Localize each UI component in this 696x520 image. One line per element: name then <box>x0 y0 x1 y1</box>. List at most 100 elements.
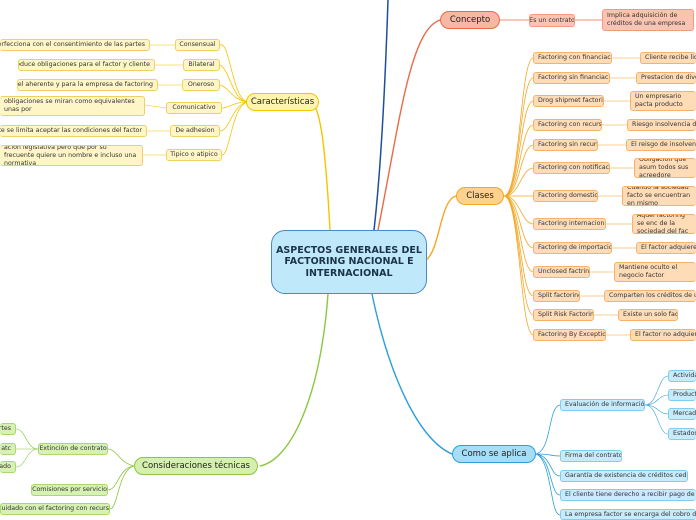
caracteristica-detail[interactable]: obligaciones se miran como equivalentes … <box>0 96 145 116</box>
clase-detail[interactable]: Cuando la sociedad facto se encuentran e… <box>622 186 696 206</box>
clase-detail-label: El factor adquiere fa <box>641 244 696 251</box>
extincion-child[interactable]: rtes <box>0 423 16 435</box>
clase-item[interactable]: Factoring con financiación <box>533 52 612 64</box>
caracteristica-detail-label: obligaciones se miran como equivalentes … <box>4 98 135 113</box>
caracteristica-de-adhesion[interactable]: De adhesion <box>170 125 220 137</box>
clase-label: Factoring con financiación <box>538 54 611 61</box>
clase-item[interactable]: Factoring con notificación <box>533 162 610 174</box>
clase-detail-label: El factor no adquiere l <box>635 331 696 338</box>
clase-detail[interactable]: Prestacion de diver <box>636 72 696 84</box>
clase-detail[interactable]: Obligacion que asum todos sus acreedore <box>634 158 696 178</box>
clase-item[interactable]: Factoring sin recurso <box>533 139 598 151</box>
clase-item[interactable]: Factoring domestico <box>533 190 598 202</box>
central-topic[interactable]: ASPECTOS GENERALES DEL FACTORING NACIONA… <box>271 230 427 294</box>
caracteristica-detail-label: Para el aherente y para la empresa de fa… <box>17 81 153 88</box>
branch-como-se-aplica[interactable]: Como se aplica <box>452 445 536 463</box>
aplica-item[interactable]: Firma del contrato <box>560 450 622 462</box>
extincion-child[interactable]: atc <box>0 443 16 455</box>
evaluacion-child[interactable]: Activida <box>668 370 696 382</box>
clase-item[interactable]: Unclosed factring <box>533 266 590 278</box>
clase-detail-label: Mantiene oculto el negocio factor <box>619 264 678 279</box>
caracteristica-oneroso[interactable]: Oneroso <box>182 79 220 91</box>
concepto-detail[interactable]: Implica adquisición de créditos de una e… <box>602 9 694 31</box>
caracteristica-detail-label: do se perfecciona con el consentimiento … <box>0 41 145 48</box>
clase-detail[interactable]: Un empresario pacta producto <box>630 91 696 111</box>
clase-label: Factoring By Exception <box>538 331 606 338</box>
caracteristica-detail[interactable]: el cliente se limita aceptar las condici… <box>0 125 147 137</box>
branch-consideraciones[interactable]: Consideraciones técnicas <box>134 457 258 475</box>
clase-label: Split factoring <box>538 292 580 299</box>
clase-label: Factoring sin financiación <box>538 74 610 81</box>
clase-detail[interactable]: El factor adquiere fa <box>636 242 696 254</box>
caracteristica-comunicativo[interactable]: Comunicativo <box>166 102 222 114</box>
caracteristica-consensual[interactable]: Consensual <box>175 39 220 51</box>
clase-detail[interactable]: Existe un solo factor <box>618 309 678 321</box>
aplica-item[interactable]: El cliente tiene derecho a recibir pago … <box>560 489 696 501</box>
caracteristica-detail[interactable]: Se produce obligaciones para el factor y… <box>18 59 155 71</box>
branch-concepto[interactable]: Concepto <box>440 11 500 29</box>
clase-item[interactable]: Factoring con recurso <box>533 119 602 131</box>
aplica-item[interactable]: Garantía de existencia de créditos cedid… <box>560 470 688 482</box>
evaluacion-child-label: Producto <box>673 391 696 398</box>
consideracion-item[interactable]: Comisiones por servicio <box>31 484 108 496</box>
consideracion-extincion[interactable]: Extinción de contrato <box>38 443 108 455</box>
branch-consideraciones-label: Consideraciones técnicas <box>142 461 250 471</box>
caracteristica-detail[interactable]: do se perfecciona con el consentimiento … <box>0 39 150 51</box>
consideracion-item-label: Cuidado con el factoring con recurso <box>0 505 110 512</box>
caracteristica-detail[interactable]: ación legislativa pero que por su frecue… <box>0 145 143 166</box>
branch-caracteristicas[interactable]: Características <box>246 93 319 111</box>
clase-item[interactable]: Split Risk Factoring <box>533 309 594 321</box>
caracteristica-tipico[interactable]: Tipico o atipico <box>166 149 222 161</box>
clase-item[interactable]: Factoring By Exception <box>533 329 606 341</box>
clase-detail-label: Comparten los créditos de un m <box>609 292 696 299</box>
clase-detail[interactable]: El factor no adquiere l <box>630 329 696 341</box>
evaluacion-child-label: Mercado <box>673 410 696 417</box>
caracteristica-label: Comunicativo <box>172 104 216 111</box>
concepto-child[interactable]: Es un contrato <box>529 14 575 27</box>
clase-item[interactable]: Factoring internacional <box>533 218 606 230</box>
clase-item[interactable]: Split factoring <box>533 290 580 302</box>
clase-detail-label: Aquel factoring se enc de la sociedad de… <box>637 214 689 234</box>
aplica-evaluacion[interactable]: Evaluación de información <box>560 399 645 411</box>
aplica-item-label: La empresa factor se encarga del cobro d… <box>565 510 696 518</box>
clase-detail-label: Riesgo insolvencia del c <box>632 121 696 128</box>
clase-detail[interactable]: Mantiene oculto el negocio factor <box>614 262 696 282</box>
extincion-child-label: ado <box>0 463 11 470</box>
caracteristica-label: Oneroso <box>187 81 215 88</box>
consideracion-item[interactable]: Cuidado con el factoring con recurso <box>0 503 110 515</box>
clase-detail-label: Cliente recibe liqui <box>645 54 696 61</box>
consideracion-item-label: Comisiones por servicio <box>32 486 107 493</box>
clase-label: Factoring de importacion <box>538 244 612 251</box>
aplica-evaluacion-label: Evaluación de información <box>565 401 645 408</box>
clase-label: Factoring internacional <box>538 220 606 227</box>
clase-detail[interactable]: Aquel factoring se enc de la sociedad de… <box>632 214 696 234</box>
branch-caracteristicas-label: Características <box>250 97 315 107</box>
clase-detail[interactable]: Comparten los créditos de un m <box>604 290 696 302</box>
clase-label: Factoring con notificación <box>538 164 610 171</box>
evaluacion-child-label: Estados <box>673 430 696 437</box>
caracteristica-detail-label: Se produce obligaciones para el factor y… <box>19 61 150 68</box>
clase-item[interactable]: Factoring sin financiación <box>533 72 610 84</box>
clase-detail-label: Obligacion que asum todos sus acreedore <box>639 158 689 178</box>
caracteristica-detail[interactable]: Para el aherente y para la empresa de fa… <box>17 79 158 91</box>
caracteristica-label: Tipico o atipico <box>170 151 218 158</box>
caracteristica-label: De adhesion <box>175 127 215 134</box>
evaluacion-child[interactable]: Producto <box>668 389 696 401</box>
central-topic-label: ASPECTOS GENERALES DEL FACTORING NACIONA… <box>276 244 422 279</box>
evaluacion-child[interactable]: Mercado <box>668 408 696 420</box>
clase-detail-label: Prestacion de diver <box>641 74 696 81</box>
clase-detail[interactable]: El reisgo de insolvencia <box>626 139 696 151</box>
clase-item[interactable]: Factoring de importacion <box>533 242 612 254</box>
clase-detail[interactable]: Riesgo insolvencia del c <box>627 119 696 131</box>
aplica-item[interactable]: La empresa factor se encarga del cobro d… <box>560 509 696 520</box>
caracteristica-bilateral[interactable]: Bilateral <box>183 59 220 71</box>
branch-clases[interactable]: Clases <box>456 187 504 205</box>
aplica-item-label: Garantía de existencia de créditos cedid… <box>565 472 688 479</box>
clase-detail[interactable]: Cliente recibe liqui <box>640 52 696 64</box>
clase-item[interactable]: Drog shipmet factoring <box>533 95 604 107</box>
extincion-child[interactable]: ado <box>0 461 16 473</box>
evaluacion-child[interactable]: Estados <box>668 428 696 440</box>
caracteristica-detail-label: ación legislativa pero que por su frecue… <box>4 145 137 166</box>
clase-detail-label: Cuando la sociedad facto se encuentran e… <box>627 186 691 206</box>
